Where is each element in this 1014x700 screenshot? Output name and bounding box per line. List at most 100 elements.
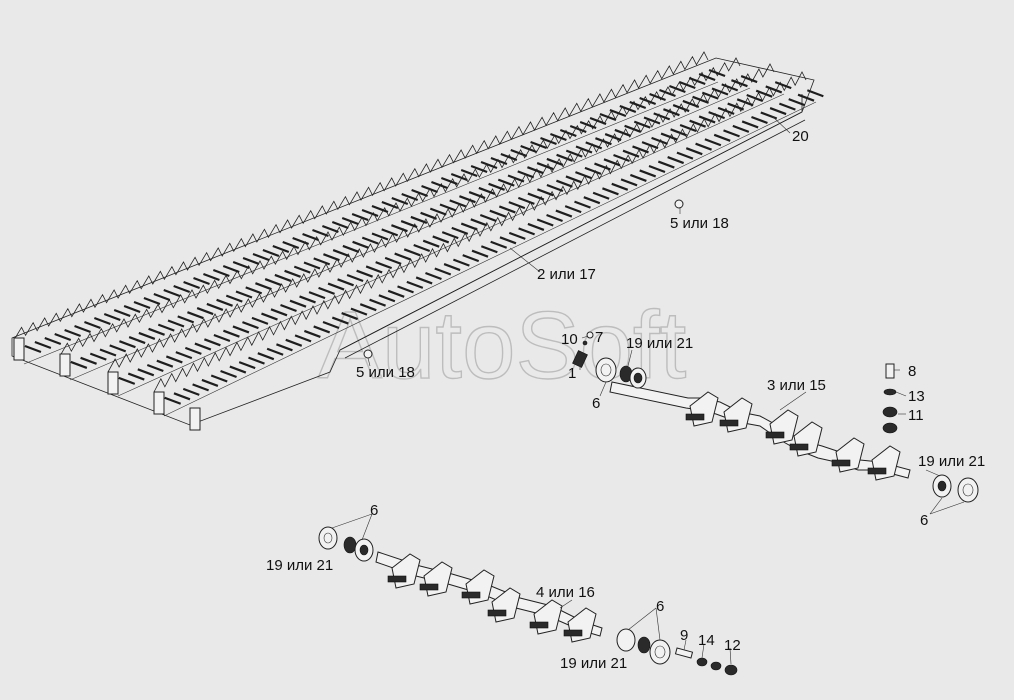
slat — [293, 265, 311, 274]
slat — [595, 137, 612, 146]
upper-bracket-2 — [723, 397, 753, 433]
slat — [264, 278, 282, 287]
slat — [429, 207, 447, 216]
slat — [546, 183, 564, 193]
slat — [361, 236, 379, 245]
slat — [164, 396, 182, 405]
slat — [422, 239, 440, 248]
slat — [157, 323, 175, 332]
slat — [356, 269, 374, 278]
label-19-or-21-a: 19 или 21 — [626, 335, 693, 352]
slat — [441, 231, 459, 240]
slat — [165, 355, 183, 364]
flange-upper-left — [595, 357, 617, 383]
slat — [668, 84, 686, 94]
slat — [443, 263, 461, 272]
sieve-strip-edge-2 — [69, 87, 751, 381]
slat — [432, 235, 450, 244]
slat — [342, 244, 360, 253]
slat — [732, 124, 750, 133]
sieve-strip-teeth-3 — [107, 63, 775, 373]
slat — [453, 258, 470, 267]
washer-14 — [696, 657, 708, 667]
lower-bracket-6 — [567, 607, 597, 643]
slat — [602, 187, 619, 196]
slat — [603, 158, 621, 167]
sieve-assembly — [11, 51, 824, 431]
sieve-strip-slats-4 — [164, 89, 824, 405]
slat — [54, 332, 72, 342]
slat — [649, 92, 666, 102]
slat — [727, 102, 745, 111]
slat — [303, 261, 321, 270]
nut-14 — [710, 661, 722, 671]
slat — [701, 91, 719, 100]
slat — [341, 216, 359, 226]
slat — [611, 182, 629, 191]
slat — [371, 232, 389, 241]
slat — [689, 119, 707, 128]
slat — [346, 273, 364, 283]
slat — [127, 372, 145, 381]
slat — [520, 144, 538, 154]
sieve-strip-teeth-2 — [59, 57, 741, 357]
sieve-end-leg-1 — [13, 337, 25, 361]
bolt-9 — [674, 647, 694, 659]
slat — [133, 300, 151, 310]
slat — [80, 356, 97, 365]
slat — [255, 282, 272, 291]
slat — [394, 252, 412, 261]
label-11: 11 — [908, 407, 924, 424]
slat — [177, 315, 195, 324]
lower-bracket-foot-2 — [419, 583, 439, 591]
slat — [352, 240, 369, 249]
slat — [44, 336, 62, 346]
frame-side-rail-lower — [344, 119, 806, 359]
slat — [556, 153, 573, 162]
lower-bracket-3 — [465, 569, 495, 605]
slat — [530, 140, 547, 150]
slat — [229, 365, 247, 374]
slat — [741, 120, 759, 129]
label-19-or-21-b: 19 или 21 — [918, 453, 985, 470]
slat — [498, 205, 516, 214]
slat — [698, 72, 716, 82]
bolt-8 — [885, 363, 895, 379]
nut-12 — [724, 664, 738, 676]
slat — [565, 149, 583, 158]
slat — [74, 324, 91, 334]
slat — [499, 236, 517, 245]
slat — [583, 196, 601, 205]
upper-bracket-1 — [689, 391, 719, 427]
label-9: 9 — [680, 627, 688, 644]
slat — [609, 108, 627, 118]
sieve-end-leg-2 — [59, 353, 71, 377]
slat — [564, 205, 582, 214]
bearing-lower-right — [637, 636, 651, 654]
slat — [639, 169, 657, 178]
part-10-nut — [582, 340, 588, 346]
slat — [574, 200, 591, 209]
label-7: 7 — [595, 329, 603, 346]
slat — [470, 164, 488, 174]
slat — [546, 157, 564, 166]
slat — [371, 204, 389, 214]
slat — [651, 136, 668, 145]
slat — [203, 272, 220, 282]
slat — [308, 291, 326, 300]
slat — [222, 264, 240, 274]
washer-lower-left-hole — [359, 544, 369, 556]
slat — [257, 352, 275, 361]
sieve-bolt-left — [363, 349, 373, 359]
cap-upper-right-hole — [962, 483, 974, 497]
slat — [381, 228, 399, 237]
slat — [123, 304, 141, 314]
slat — [369, 298, 386, 307]
label-19-or-21-d: 19 или 21 — [560, 655, 627, 672]
slat — [760, 111, 778, 120]
slat — [184, 346, 202, 355]
slat — [400, 220, 418, 229]
slat — [332, 249, 350, 258]
slat — [64, 328, 82, 338]
